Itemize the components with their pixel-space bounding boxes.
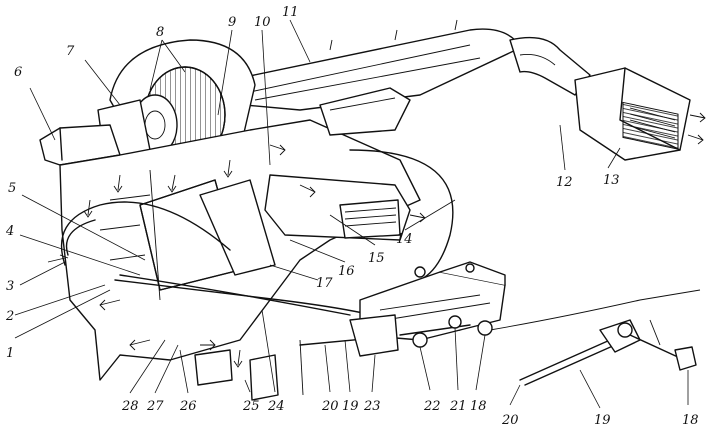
callout-8: 8 — [156, 25, 164, 40]
callout-6: 6 — [14, 65, 22, 80]
callout-23: 23 — [363, 399, 381, 414]
callout-17: 17 — [316, 276, 333, 291]
callout-19: 19 — [342, 399, 359, 414]
callout-21: 21 — [449, 399, 467, 414]
callout-20-detail: 20 — [501, 413, 519, 428]
callout-11: 11 — [282, 5, 299, 20]
callout-12: 12 — [556, 175, 573, 190]
callout-15: 15 — [368, 251, 385, 266]
heater-core — [139, 179, 276, 291]
callout-7: 7 — [66, 44, 75, 59]
callout-4: 4 — [5, 224, 14, 239]
callout-9: 9 — [228, 15, 236, 30]
lever-detail — [519, 319, 697, 386]
leader-lines — [14, 19, 689, 409]
callout-14: 14 — [396, 232, 413, 247]
callout-16: 16 — [338, 264, 355, 279]
callout-20: 20 — [321, 399, 339, 414]
callout-18: 18 — [470, 399, 487, 414]
lower-outlets — [194, 339, 304, 401]
side-vent — [264, 87, 411, 241]
callout-22: 22 — [423, 399, 441, 414]
callout-25: 25 — [242, 399, 260, 414]
callout-28: 28 — [121, 399, 139, 414]
callout-27: 27 — [146, 399, 164, 414]
callout-labels: 1 2 3 4 5 6 7 8 9 10 11 12 13 14 15 16 1… — [5, 5, 699, 428]
callout-13: 13 — [603, 173, 620, 188]
callout-18-detail: 18 — [682, 413, 699, 428]
airflow-arrows-nozzle — [687, 112, 706, 145]
callout-3: 3 — [6, 279, 14, 294]
motor-bracket — [39, 124, 121, 166]
air-duct — [239, 19, 591, 111]
callout-1: 1 — [6, 346, 14, 361]
callout-5: 5 — [8, 181, 16, 196]
callout-10: 10 — [254, 15, 271, 30]
callout-26: 26 — [179, 399, 197, 414]
control-panel — [349, 261, 506, 357]
air-nozzle — [574, 67, 691, 161]
callout-19-detail: 19 — [594, 413, 611, 428]
callout-24: 24 — [267, 399, 285, 414]
airflow-arrows-housing — [83, 144, 426, 368]
callout-2: 2 — [5, 309, 14, 324]
